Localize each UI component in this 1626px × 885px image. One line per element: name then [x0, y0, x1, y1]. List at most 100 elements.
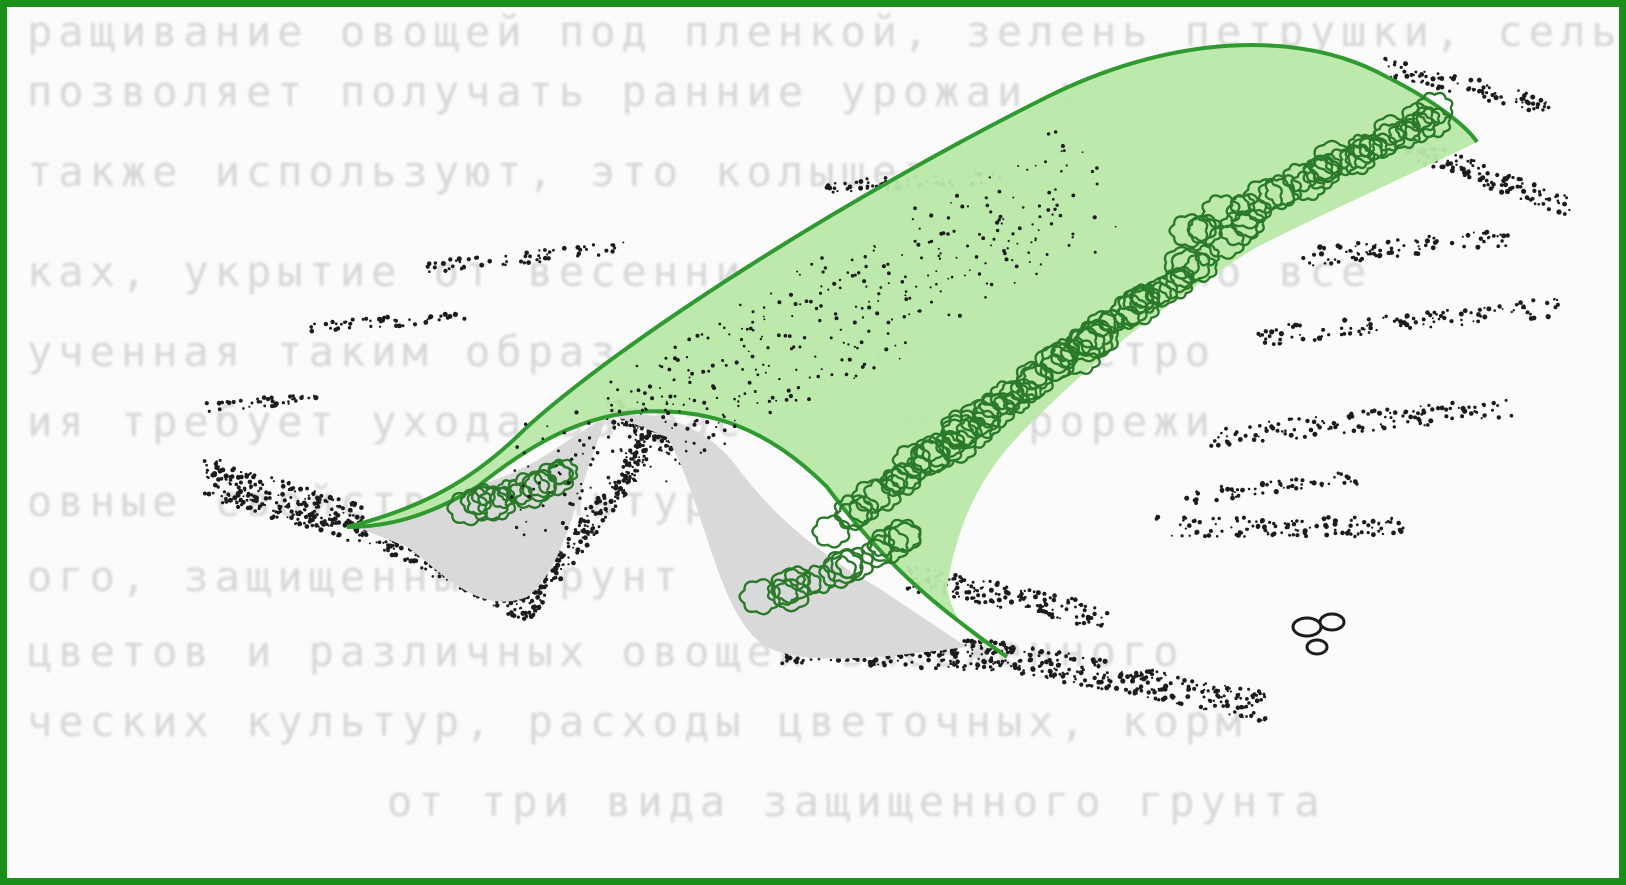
stipple-dot [908, 297, 911, 300]
stipple-dot [1340, 531, 1345, 536]
stipple-dot [637, 388, 641, 392]
stipple-dot [1474, 88, 1476, 90]
stipple-dot [1015, 265, 1019, 269]
stipple-dot [1019, 599, 1022, 602]
stipple-dot [1385, 408, 1389, 412]
stipple-dot [1368, 326, 1373, 331]
stipple-dot [542, 504, 545, 507]
stipple-dot [825, 185, 830, 190]
stipple-dot [1011, 259, 1013, 261]
stipple-dot [1519, 177, 1523, 181]
stipple-dot [765, 372, 767, 374]
stipple-dot [297, 500, 300, 503]
stipple-dot [1061, 150, 1063, 152]
stipple-dot [1225, 487, 1230, 492]
stipple-dot [578, 524, 581, 527]
stipple-dot [641, 461, 643, 463]
stipple-dot [1045, 675, 1048, 678]
stipple-dot [891, 318, 893, 320]
stipple-dot [1030, 241, 1032, 243]
stipple-dot [538, 249, 540, 251]
stipple-dot [1545, 301, 1549, 305]
stipple-dot [1323, 523, 1328, 528]
stipple-dot [1190, 679, 1194, 683]
stipple-dot [336, 513, 340, 517]
stipple-dot [984, 296, 987, 299]
stipple-dot [1526, 310, 1530, 314]
stipple-dot [836, 190, 838, 192]
stipple-dot [889, 659, 893, 663]
stipple-dot [1255, 520, 1258, 523]
stipple-dot [1482, 95, 1486, 99]
stipple-dot [951, 276, 954, 279]
stipple-dot [1389, 250, 1394, 255]
stipple-dot [666, 440, 668, 442]
stipple-dot [956, 665, 959, 668]
stipple-dot [834, 182, 837, 185]
stipple-dot [620, 450, 622, 452]
stipple-dot [1422, 410, 1427, 415]
stipple-dot [674, 346, 677, 349]
stipple-dot [1270, 481, 1273, 484]
stipple-dot [958, 314, 962, 318]
stipple-dot [854, 346, 856, 348]
stipple-dot [246, 499, 249, 502]
stipple-dot [450, 315, 452, 317]
stipple-dot [1072, 236, 1074, 238]
stipple-dot [393, 319, 396, 322]
stipple-dot [479, 263, 484, 268]
stipple-dot [1059, 617, 1061, 619]
stipple-dot [809, 300, 813, 304]
stipple-dot [1186, 688, 1190, 692]
stipple-dot [1536, 102, 1540, 106]
stipple-dot [567, 537, 571, 541]
stipple-dot [700, 452, 702, 454]
stipple-dot [1396, 238, 1400, 242]
stipple-dot [583, 535, 588, 540]
stipple-dot [790, 347, 793, 350]
stipple-dot [1441, 164, 1446, 169]
stipple-dot [1435, 313, 1438, 316]
stipple-dot [616, 388, 619, 391]
stipple-dot [960, 205, 964, 209]
stipple-dot [625, 471, 627, 473]
stipple-dot [643, 391, 647, 395]
stipple-dot [628, 476, 632, 480]
stipple-dot [1483, 184, 1486, 187]
stipple-dot [557, 558, 562, 563]
stipple-dot [324, 322, 328, 326]
stipple-dot [967, 584, 969, 586]
stipple-dot [1265, 483, 1269, 487]
stipple-dot [1556, 209, 1561, 214]
stipple-dot [1060, 170, 1063, 173]
stipple-dot [1047, 658, 1052, 663]
stipple-dot [664, 409, 667, 412]
stipple-dot [1390, 517, 1393, 520]
stipple-dot [937, 663, 941, 667]
stipple-dot [294, 490, 296, 492]
stipple-dot [1424, 75, 1427, 78]
stipple-dot [998, 593, 1001, 596]
stipple-dot [1147, 690, 1151, 694]
stipple-dot [942, 231, 946, 235]
stipple-dot [835, 316, 839, 320]
stipple-dot [939, 653, 942, 656]
stipple-dot [524, 251, 529, 256]
stipple-dot [628, 448, 632, 452]
stipple-dot [381, 319, 385, 323]
stipple-dot [1403, 61, 1408, 66]
stipple-dot [1100, 617, 1102, 619]
stipple-dot [1473, 159, 1476, 162]
stipple-dot [1051, 609, 1053, 611]
stipple-dot [1333, 522, 1338, 527]
stipple-dot [762, 364, 764, 366]
stipple-dot [493, 605, 495, 607]
stipple-dot [1114, 686, 1119, 691]
stipple-dot [706, 407, 709, 410]
stipple-dot [1387, 520, 1390, 523]
stipple-dot [1521, 182, 1524, 185]
stipple-dot [623, 423, 626, 426]
stipple-dot [862, 316, 864, 318]
stipple-dot [821, 368, 823, 370]
stipple-dot [318, 526, 320, 528]
